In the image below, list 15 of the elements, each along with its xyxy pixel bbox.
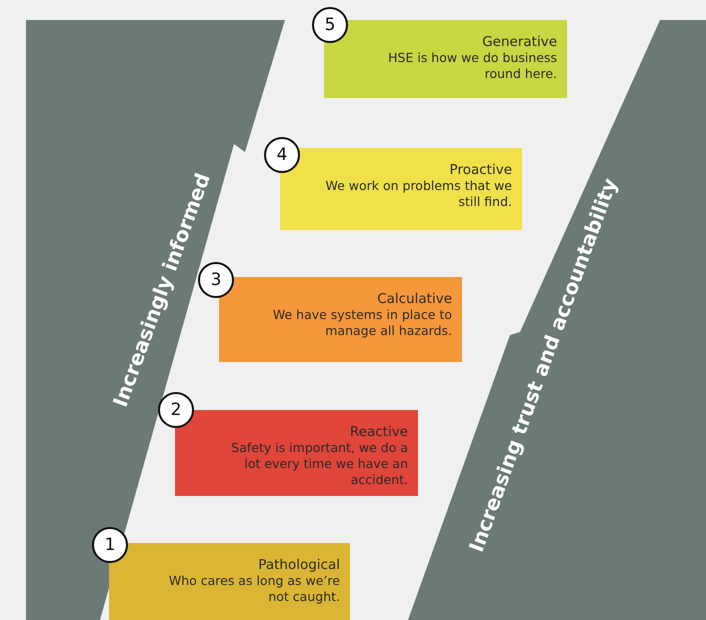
level-box: [219, 277, 462, 362]
level-title: Calculative: [376, 291, 452, 307]
step-number: 2: [158, 392, 194, 428]
level-description: HSE is how we do business round here.: [387, 50, 557, 82]
step-number: 3: [198, 262, 234, 298]
level-description: We work on problems that we still find.: [324, 178, 512, 210]
level-title: Proactive: [448, 162, 512, 178]
level-title: Reactive: [348, 424, 408, 440]
step-number: 4: [264, 137, 300, 173]
level-description: We have systems in place to manage all hazards.: [272, 307, 452, 339]
level-title: Generative: [481, 34, 557, 50]
step-number: 5: [312, 7, 348, 43]
level-title: Pathological: [257, 557, 340, 573]
level-description: Safety is important, we do a lot every time we have an accident.: [230, 440, 408, 488]
level-description: Who cares as long as we’re not caught.: [168, 573, 340, 605]
